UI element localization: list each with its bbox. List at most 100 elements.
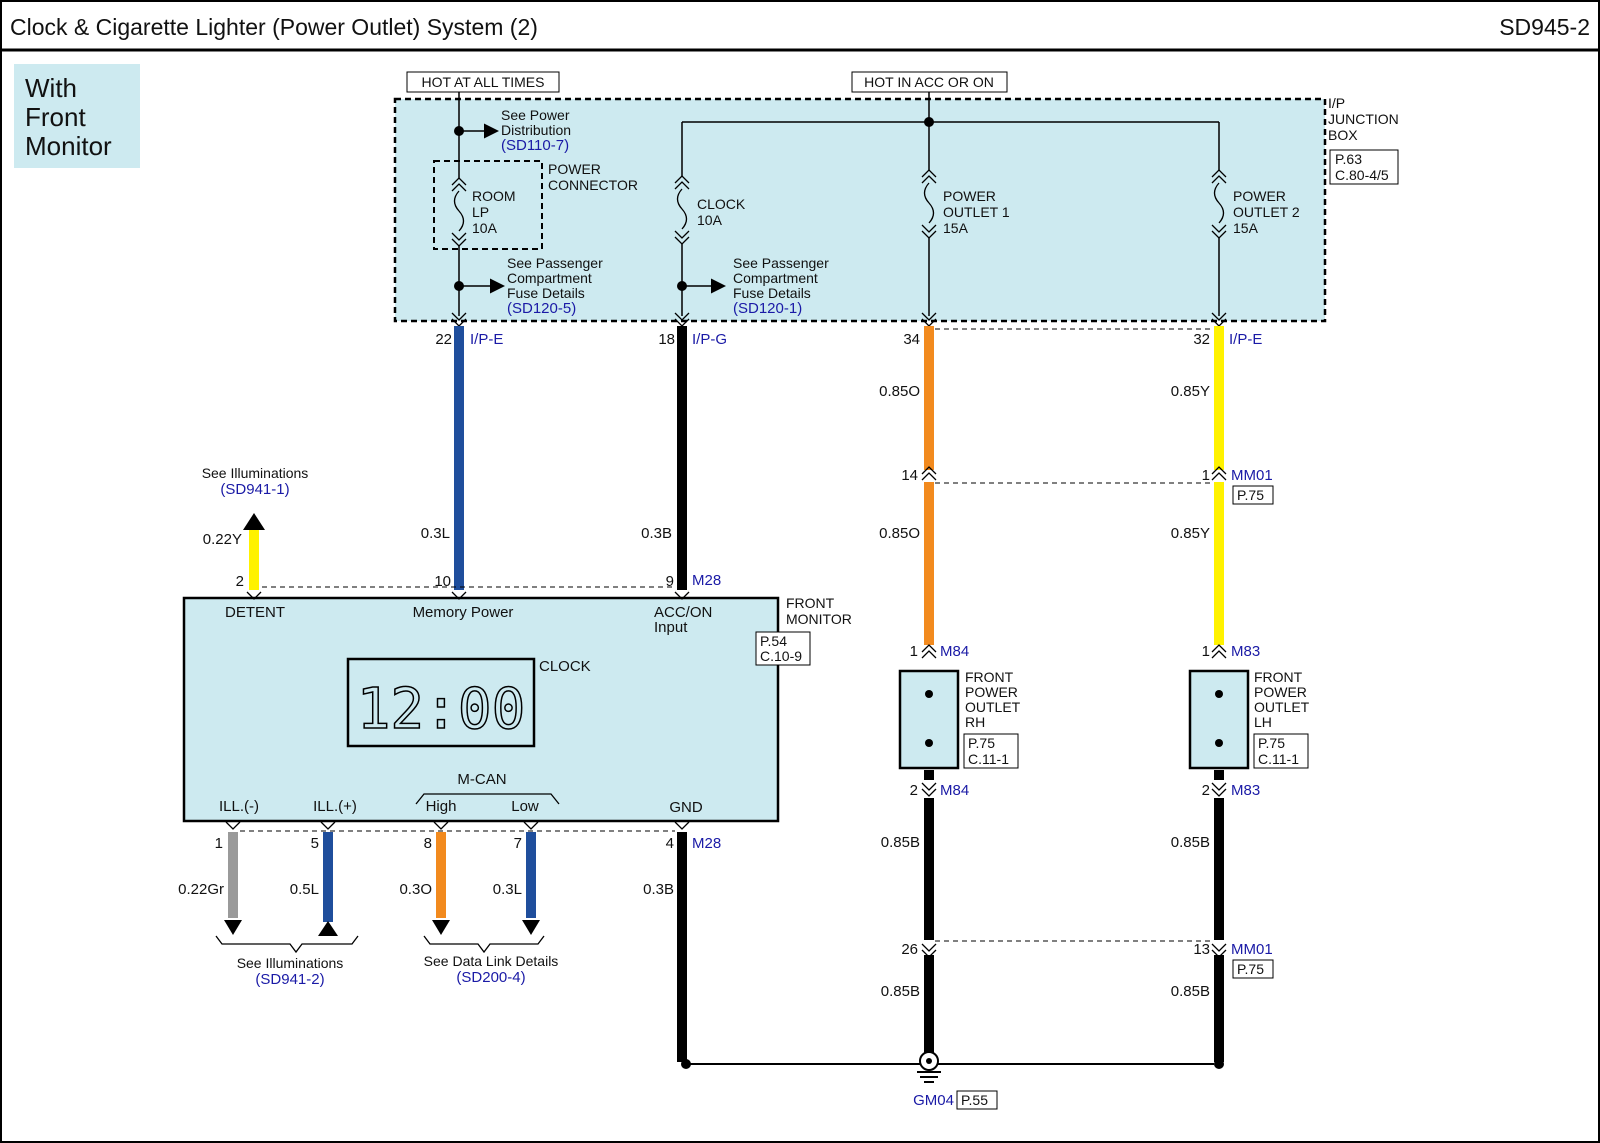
detent-label: DETENT xyxy=(225,604,285,621)
pin-22: 22 xyxy=(435,331,452,348)
po1-fuse-label-3: 15A xyxy=(943,220,969,236)
see-illum-top-text: See Illuminations xyxy=(202,465,309,481)
see-pass-1-ref[interactable]: (SD120-5) xyxy=(507,300,576,317)
outlet-lh-name-4: LH xyxy=(1254,714,1272,730)
junction-box-title-1: I/P xyxy=(1328,95,1345,111)
terminal-dot xyxy=(1215,739,1223,747)
mm01-bottom-ref-box xyxy=(1232,959,1274,979)
power-outlet-2-fuse-circuit xyxy=(1211,122,1227,327)
room-lp-fuse-icon xyxy=(453,190,465,232)
conn-ip-e-1: I/P-E xyxy=(470,331,503,348)
outlet-rh-name-3: OUTLET xyxy=(965,699,1021,715)
high-label: High xyxy=(426,798,457,815)
clock-display-readout: 12:00 xyxy=(357,677,526,742)
junction-box-page: P.63 xyxy=(1335,151,1362,167)
wire-085b-label-2: 0.85B xyxy=(1171,834,1210,851)
conn-m84-out: M84 xyxy=(940,782,969,799)
see-power-ref[interactable]: (SD110-7) xyxy=(501,137,569,154)
po2-fuse-label-3: 15A xyxy=(1233,220,1259,236)
acc-on-label-2: Input xyxy=(654,619,688,636)
pin-34: 34 xyxy=(903,331,920,348)
power-outlet-2-fuse-icon xyxy=(1213,182,1225,224)
connector-chevron xyxy=(921,644,937,659)
conn-m83-out: M83 xyxy=(1231,782,1260,799)
see-pass-2-line-3: Fuse Details xyxy=(733,285,811,301)
connector-chevron xyxy=(1211,644,1227,659)
acc-on-label-1: ACC/ON xyxy=(654,604,712,621)
hot-in-acc-label: HOT IN ACC OR ON xyxy=(864,74,994,90)
illum-bracket xyxy=(215,935,359,954)
room-lp-circuit xyxy=(451,92,505,327)
power-connector-label-2: CONNECTOR xyxy=(548,177,638,193)
mcan-label: M-CAN xyxy=(457,771,506,788)
junction-box-conn: C.80-4/5 xyxy=(1335,167,1389,183)
outlet-lh-name-3: OUTLET xyxy=(1254,699,1310,715)
splice-dot xyxy=(1214,1059,1224,1069)
see-power-2: Distribution xyxy=(501,122,571,138)
terminal-dot xyxy=(1215,690,1223,698)
see-datalink-text: See Data Link Details xyxy=(424,953,559,969)
pin-1-mm01: 1 xyxy=(1202,467,1210,484)
po1-fuse-label-1: POWER xyxy=(943,188,996,204)
pin-14: 14 xyxy=(901,467,918,484)
wire-085b-label-1: 0.85B xyxy=(881,834,920,851)
see-pass-2-ref[interactable]: (SD120-1) xyxy=(733,300,802,317)
clock-fuse-label-1: CLOCK xyxy=(697,196,746,212)
outlet-rh-name-1: FRONT xyxy=(965,669,1014,685)
see-pass-1-line-2: Compartment xyxy=(507,270,592,286)
pin-32: 32 xyxy=(1193,331,1210,348)
po2-fuse-label-1: POWER xyxy=(1233,188,1286,204)
wire-085y-label-b: 0.85Y xyxy=(1171,525,1210,542)
arrow-up-icon xyxy=(318,921,338,936)
see-pass-1-line-3: Fuse Details xyxy=(507,285,585,301)
mcan-bracket xyxy=(415,793,560,805)
pin-18: 18 xyxy=(658,331,675,348)
conn-mm01-bottom: MM01 xyxy=(1231,941,1273,958)
variant-badge-line-1: With xyxy=(25,73,77,103)
monitor-name-1: FRONT xyxy=(786,595,835,611)
conn-ip-e-2: I/P-E xyxy=(1229,331,1262,348)
see-illum-bottom-ref[interactable]: (SD941-2) xyxy=(255,971,324,988)
connector-chevron xyxy=(1211,466,1227,481)
pin-8-monitor: 8 xyxy=(424,835,432,852)
outlet-lh-name-1: FRONT xyxy=(1254,669,1303,685)
wire-085o-label-a: 0.85O xyxy=(879,383,920,400)
see-datalink-ref[interactable]: (SD200-4) xyxy=(456,969,525,986)
clock-fuse-circuit xyxy=(674,122,726,327)
pin-7-monitor: 7 xyxy=(514,835,522,852)
hot-at-all-times-label: HOT AT ALL TIMES xyxy=(422,74,545,90)
see-pass-2-line-2: Compartment xyxy=(733,270,818,286)
outlet-rh-page: P.75 xyxy=(968,735,995,751)
wire-085o-label-b: 0.85O xyxy=(879,525,920,542)
wire-03o-label: 0.3O xyxy=(399,881,432,898)
gnd-label: GND xyxy=(669,799,703,816)
pin-26: 26 xyxy=(901,941,918,958)
conn-m28-top: M28 xyxy=(692,572,721,589)
pin-9-monitor: 9 xyxy=(666,573,674,590)
hot-at-all-times-box xyxy=(406,71,560,93)
ground-page: P.55 xyxy=(961,1092,988,1108)
see-illum-top-ref[interactable]: (SD941-1) xyxy=(220,481,289,498)
pin-1-m84: 1 xyxy=(910,643,918,660)
room-fuse-label-2: LP xyxy=(472,204,489,220)
arrow-down-icon xyxy=(432,920,450,935)
conn-ip-g: I/P-G xyxy=(692,331,727,348)
outlet-lh-ref-box xyxy=(1253,733,1309,769)
wire-022y-label: 0.22Y xyxy=(203,531,242,548)
pin-13: 13 xyxy=(1193,941,1210,958)
junction-box-ref-box xyxy=(1329,149,1399,185)
pin-2-monitor: 2 xyxy=(236,573,244,590)
see-illum-bottom-text: See Illuminations xyxy=(237,955,344,971)
terminal-dot xyxy=(925,739,933,747)
mm01-bottom-page: P.75 xyxy=(1237,961,1264,977)
connector-chevron xyxy=(1211,782,1227,797)
ill-pos-label: ILL.(+) xyxy=(313,798,357,815)
power-connector-box xyxy=(433,160,543,250)
terminal-dot xyxy=(925,690,933,698)
front-monitor-box xyxy=(182,596,780,823)
clock-label: CLOCK xyxy=(539,658,591,675)
power-connector-label-1: POWER xyxy=(548,161,601,177)
page-title: Clock & Cigarette Lighter (Power Outlet)… xyxy=(10,14,538,40)
outlet-rh-ref-box xyxy=(963,733,1019,769)
